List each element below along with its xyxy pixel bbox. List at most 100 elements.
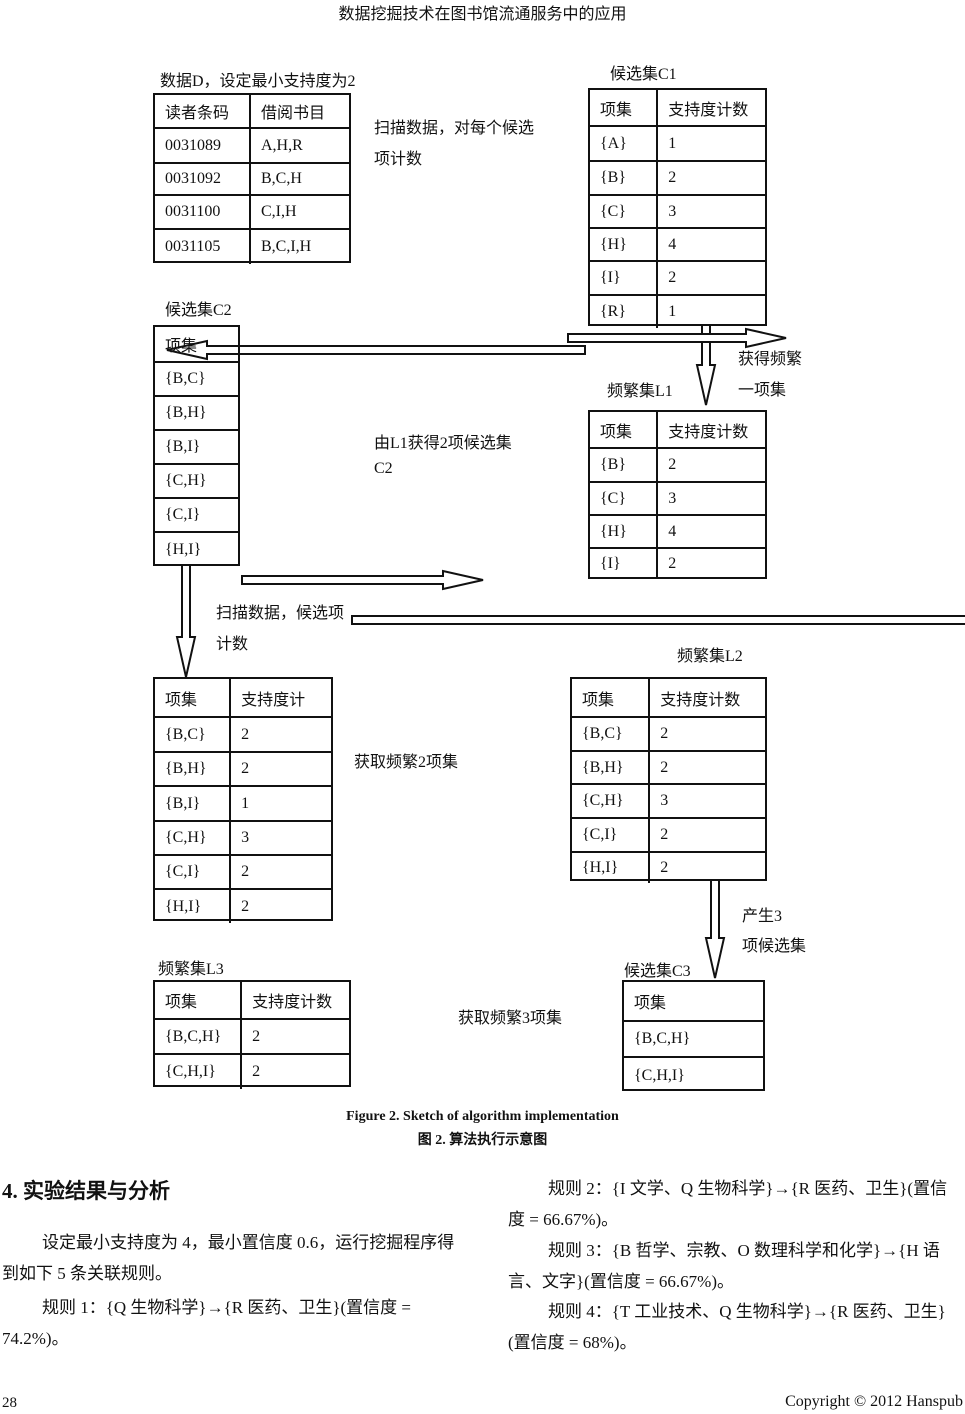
arrow: [695, 324, 717, 406]
copyright: Copyright © 2012 Hanspub: [785, 1393, 963, 1410]
column-header: 项集: [600, 101, 633, 119]
gen2-label-a: 由L1获得2项候选集: [374, 435, 512, 452]
rule-4: 规则 4：{T 工业技术、Q 生物科学}→{R 医药、卫生}(置信度 = 68%…: [508, 1302, 946, 1352]
column-header: 支持度计数: [656, 412, 765, 447]
table-cell: 3: [656, 483, 765, 514]
column-header: 支持度计: [229, 679, 331, 716]
table-row: {B,H}2: [572, 750, 765, 783]
table-frequent-l1: 项集支持度计数{B}2{C}3{H}4{I}2: [588, 410, 767, 579]
table-cell: C,I,H: [249, 196, 349, 228]
c3-title: 候选集C3: [624, 963, 691, 980]
table-header-row: 项集支持度计数: [572, 679, 765, 716]
table-cell: {B}: [600, 169, 627, 186]
table-header-row: 项集 支持度计数: [590, 412, 765, 447]
table-cell: 2: [656, 162, 765, 194]
figure-caption-zh: 图 2. 算法执行示意图: [417, 1133, 548, 1148]
table-candidate-c1: 项集支持度计数{A}1{B}2{C}3{H}4{I}2{R}1: [588, 88, 767, 328]
table-cell: {B,H}: [165, 760, 207, 777]
table-cell: 0031092: [165, 170, 221, 187]
table-row: {H}4: [590, 227, 765, 260]
table-row: {C}3: [590, 194, 765, 227]
l1-title: 频繁集L1: [607, 383, 673, 400]
freq3-label: 获取频繁3项集: [458, 1010, 563, 1027]
freq1-label-a: 获得频繁: [738, 351, 803, 368]
table-cell: 0031089: [165, 136, 221, 154]
column-header: 项集: [600, 423, 633, 441]
table-cell: {B,H}: [165, 404, 207, 421]
table-row: {B,I}1: [155, 785, 331, 820]
table-cell: 2: [229, 718, 331, 751]
table-cell: {B,C}: [582, 725, 623, 742]
table-cell: 4: [656, 516, 765, 547]
table-cell: 1: [656, 127, 765, 160]
table-row: 0031105 B,C,I,H: [155, 228, 349, 264]
table-row: {R}1: [590, 294, 765, 328]
table-cell: {C,H}: [165, 829, 207, 846]
table-cell: 2: [229, 753, 331, 785]
data-d-title: 数据D，设定最小支持度为2: [160, 73, 356, 90]
scan2-label-b: 计数: [216, 636, 249, 653]
column-header: 读者条码: [165, 105, 230, 122]
table-header-row: 项集: [624, 982, 763, 1020]
column-header: 支持度计数: [648, 679, 765, 716]
table-row: {A}1: [590, 125, 765, 160]
table-row: {H} 4: [590, 514, 765, 547]
rule-1: 规则 1：{Q 生物科学}→{R 医药、卫生}(置信度 = 74.2%)。: [2, 1298, 412, 1348]
table-cell: {I}: [600, 555, 621, 572]
column-header: 项集: [634, 995, 667, 1012]
table-cell: 2: [229, 856, 331, 888]
table-row: {C,H}: [155, 463, 238, 497]
table-cell: B,C,I,H: [249, 230, 349, 264]
table-cell: 0031100: [165, 203, 221, 220]
scan1-label-a: 扫描数据，对每个候选: [374, 120, 535, 137]
table-cell: {C,H,I}: [634, 1066, 685, 1084]
table-cell: 2: [229, 890, 331, 923]
column-header: 项集: [165, 994, 198, 1011]
column-header: 支持度计数: [240, 982, 349, 1018]
arrow: [166, 339, 586, 361]
c1-title: 候选集C1: [610, 66, 677, 83]
table-cell: {C}: [600, 489, 627, 507]
table-row: {B,C} 2: [572, 716, 765, 750]
table-row: {B,C} 2: [155, 716, 331, 751]
table-row: {C,I}2: [572, 817, 765, 851]
table-cell: {B,C}: [165, 725, 206, 743]
table-cell: 2: [656, 262, 765, 294]
table-cell: {H,I}: [165, 897, 202, 915]
table-cell: 2: [240, 1020, 349, 1053]
freq1-label-b: 一项集: [738, 382, 787, 399]
rule-2: 规则 2：{I 文学、Q 生物科学}→{R 医药、卫生}(置信度 = 66.67…: [508, 1179, 948, 1229]
table-cell: {C,H}: [165, 472, 207, 489]
table-cell: 0031105: [165, 238, 221, 255]
arrow: [241, 569, 484, 591]
table-row: {B,H} 2: [155, 751, 331, 785]
table-candidate-c2: 项集{B,C}{B,H}{B,I}{C,H}{C,I}{H,I}: [153, 325, 240, 566]
table-cell: {C,I}: [165, 863, 201, 880]
table-row: {H,I}2: [572, 851, 765, 883]
column-header: 项集: [165, 338, 198, 355]
table-cell: {I}: [600, 269, 621, 286]
section-heading: 4. 实验结果与分析: [2, 1179, 170, 1203]
gen3-label-b: 项候选集: [742, 938, 807, 955]
table-c2-count: 项集支持度计{B,C}2{B,H}2{B,I}1{C,H}3{C,I}2{H,I…: [153, 677, 333, 923]
table-frequent-l3: 项集 支持度计数 {B,C,H} 2{C,H,I}2: [153, 980, 351, 1089]
table-cell: {C}: [600, 202, 627, 220]
table-cell: 1: [656, 296, 765, 328]
table-cell: {B,C,H}: [634, 1030, 691, 1047]
table-cell: 2: [648, 718, 765, 750]
table-cell: 2: [656, 449, 765, 481]
table-row: {I} 2: [590, 260, 765, 294]
table-row: 0031100 C,I,H: [155, 194, 349, 228]
table-cell: 2: [648, 752, 765, 783]
table-row: {C,H,I}2: [155, 1053, 349, 1089]
table-cell: 2: [656, 549, 765, 579]
table-cell: {B,C,H}: [165, 1027, 222, 1045]
table-cell: {H}: [600, 522, 627, 540]
table-cell: {C,I}: [582, 826, 618, 843]
table-header-row: 项集 支持度计数: [155, 982, 349, 1018]
table-cell: 2: [240, 1055, 349, 1089]
scan1-label-b: 项计数: [374, 151, 423, 168]
table-cell: 4: [656, 229, 765, 260]
